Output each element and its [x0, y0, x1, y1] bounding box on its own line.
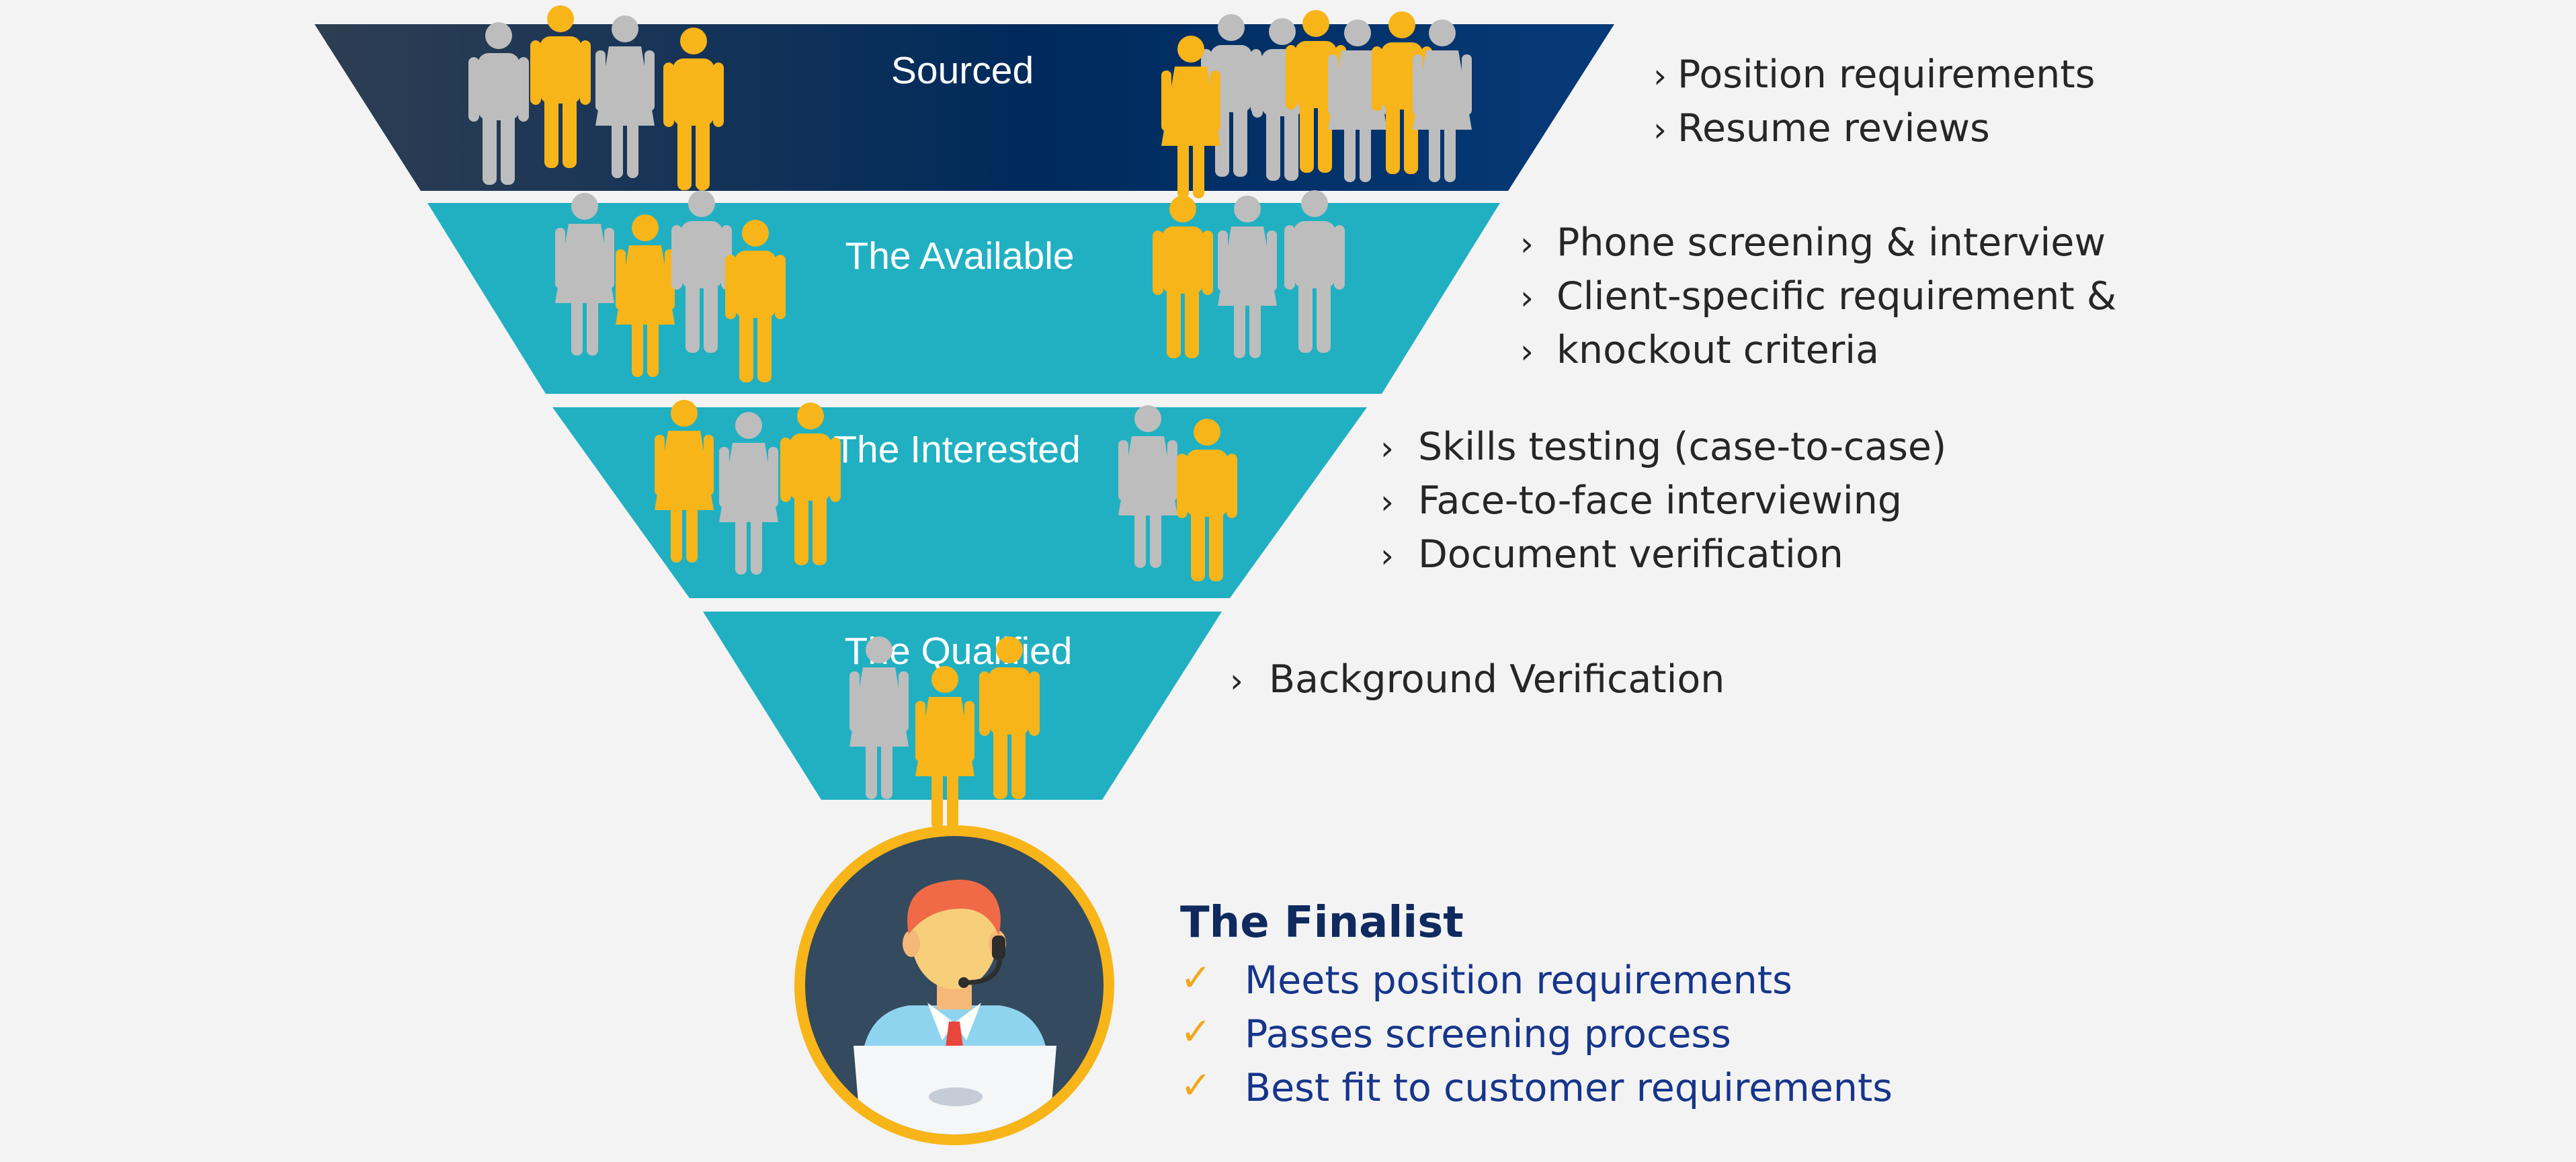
- check-icon: ✓: [1180, 956, 1212, 1000]
- chevron-right-icon: ›: [1380, 536, 1394, 575]
- chevron-right-icon: ›: [1230, 661, 1243, 700]
- chevron-right-icon: ›: [1380, 483, 1394, 522]
- bullet-item: Background Verification: [1269, 657, 1725, 702]
- bullet-item: Resume reviews: [1677, 106, 1990, 151]
- bullets-sourced: › Position requirements › Resume reviews: [1653, 52, 2095, 151]
- stage-label-sourced: Sourced: [891, 49, 1034, 92]
- chevron-right-icon: ›: [1653, 110, 1667, 149]
- bullet-item: Face-to-face interviewing: [1418, 479, 1902, 523]
- finalist-title: The Finalist: [1180, 898, 1464, 948]
- bullets-qualified: › Background Verification: [1230, 657, 1725, 702]
- bullet-item: Skills testing (case-to-case): [1418, 425, 1946, 469]
- stage-label-available: The Available: [845, 235, 1074, 278]
- finalist-list: The Finalist ✓ Meets position requiremen…: [1180, 898, 1893, 1110]
- bullets-available: › Phone screening & interview › Client-s…: [1520, 220, 2116, 372]
- chevron-right-icon: ›: [1380, 429, 1394, 468]
- chevron-right-icon: ›: [1653, 56, 1667, 95]
- check-icon: ✓: [1180, 1064, 1212, 1108]
- bullet-item: Phone screening & interview: [1556, 220, 2106, 265]
- bullets-interested: › Skills testing (case-to-case) › Face-t…: [1380, 425, 1946, 577]
- check-icon: ✓: [1180, 1010, 1212, 1054]
- finalist-avatar: [794, 825, 1114, 1145]
- bullet-item: Client-specific requirement &: [1556, 274, 2116, 319]
- bullet-item: knockout criteria: [1556, 328, 1879, 372]
- chevron-right-icon: ›: [1520, 224, 1534, 263]
- stage-label-interested: The Interested: [833, 428, 1081, 471]
- headset-agent-icon: [854, 879, 1056, 1134]
- chevron-right-icon: ›: [1520, 332, 1534, 371]
- bullet-item: Position requirements: [1677, 52, 2095, 97]
- bullet-item: Document verification: [1418, 532, 1843, 577]
- finalist-item: Meets position requirements: [1245, 958, 1792, 1003]
- finalist-item: Best fit to customer requirements: [1245, 1066, 1893, 1110]
- finalist-item: Passes screening process: [1245, 1012, 1731, 1056]
- chevron-right-icon: ›: [1520, 278, 1534, 317]
